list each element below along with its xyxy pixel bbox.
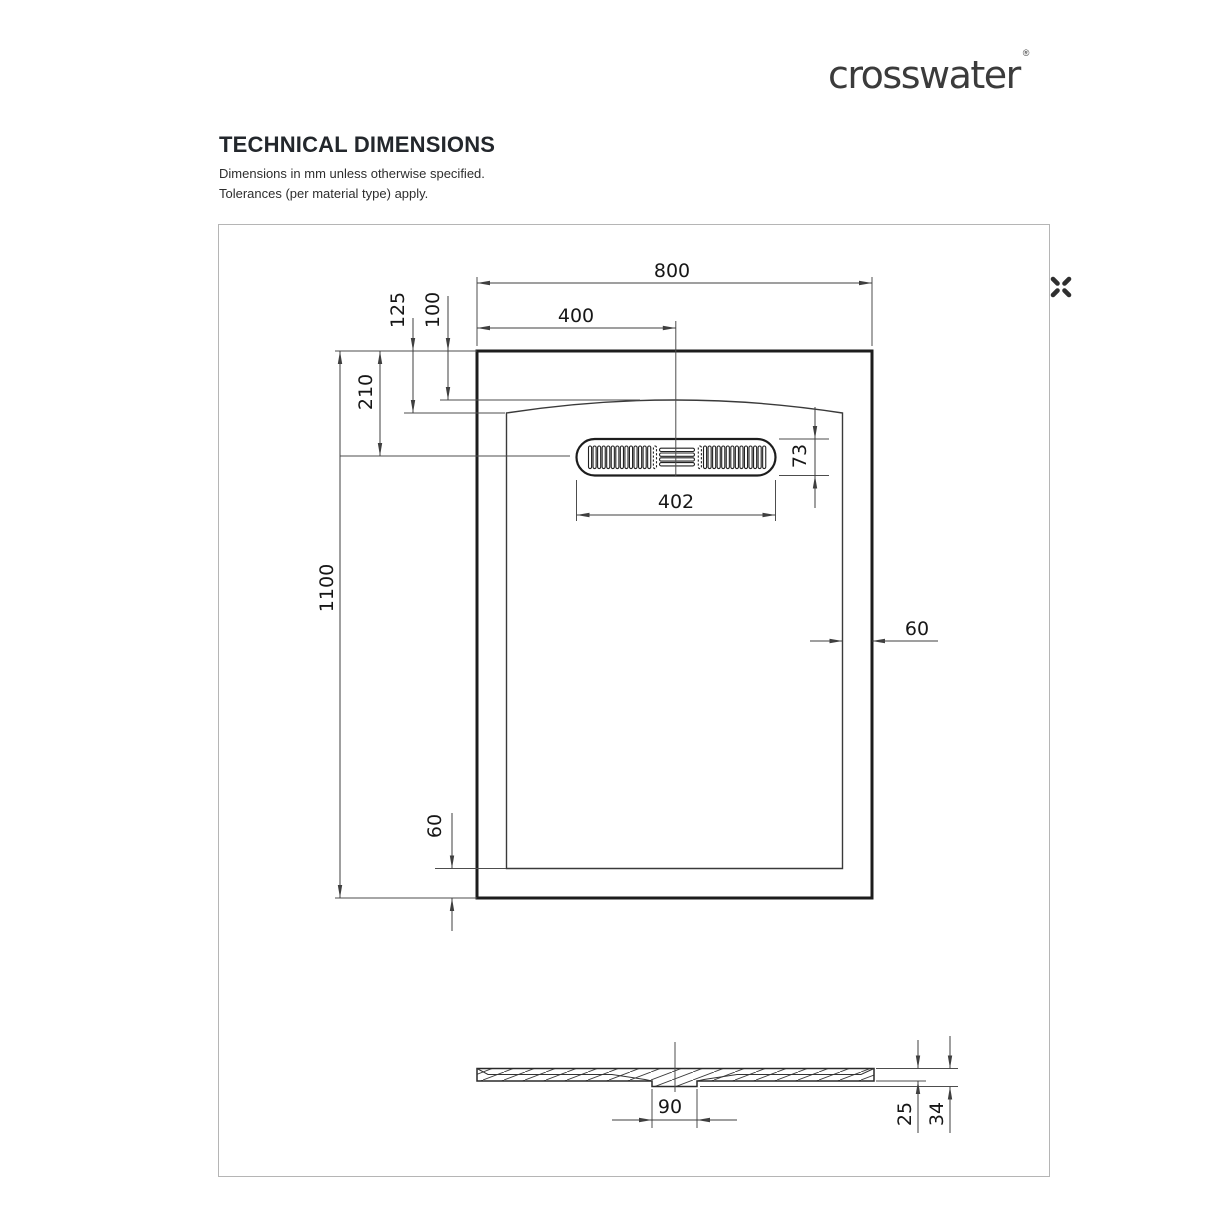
- brand-logo: crosswater ®: [828, 48, 1072, 298]
- dim-label-overall-width: 800: [654, 260, 690, 282]
- drain-slot: [748, 445, 753, 470]
- drain-center-bar: [658, 457, 696, 462]
- tray-outer-edge: [475, 349, 874, 900]
- drain-center-bar: [658, 462, 696, 467]
- section-dimensions: 90 25 34: [612, 1036, 958, 1133]
- drain-center-bar: [658, 452, 696, 457]
- dim-label-waste-depth: 73: [789, 444, 811, 468]
- dim-label-border-bottom: 60: [424, 814, 446, 838]
- drain-slot: [752, 445, 758, 470]
- technical-drawing: 800 400 125 100 210 1100 402 73 60: [316, 260, 958, 1133]
- drain-slot: [642, 445, 647, 470]
- drain-slot: [601, 445, 606, 470]
- drain-slot: [647, 445, 652, 470]
- drain-slot: [606, 445, 611, 470]
- dim-label-drain-offset: 400: [558, 305, 594, 327]
- drain-slot: [707, 445, 712, 470]
- dim-label-border-right: 60: [905, 618, 929, 640]
- drain-slot: [721, 445, 726, 470]
- plan-dimensions: 800 400 125 100 210 1100 402 73 60: [316, 260, 938, 931]
- drain-slot: [743, 445, 749, 470]
- drawing-frame: [218, 224, 1050, 1177]
- waste-cover-center-bars: [658, 447, 696, 467]
- dim-label-overall-length: 1100: [316, 564, 338, 612]
- drain-slot: [697, 445, 702, 470]
- note-tolerances: Tolerances (per material type) apply.: [219, 186, 429, 201]
- drain-slot: [624, 445, 629, 470]
- section-view: [476, 1042, 875, 1092]
- tray-inner-recess: [505, 399, 844, 870]
- dim-label-rim-to-floor: 125: [387, 292, 409, 328]
- drain-slot: [628, 445, 634, 470]
- drain-slot: [597, 445, 602, 470]
- plan-view: [475, 321, 874, 900]
- note-units: Dimensions in mm unless otherwise specif…: [219, 166, 485, 181]
- drain-slot: [716, 445, 721, 470]
- drain-slot: [652, 445, 658, 470]
- drain-slot: [615, 445, 620, 470]
- page-title: TECHNICAL DIMENSIONS: [219, 132, 496, 157]
- drain-slot: [734, 445, 739, 470]
- drain-slot: [633, 445, 638, 470]
- drain-slot: [610, 445, 615, 470]
- dim-label-overall-height: 34: [926, 1102, 948, 1126]
- drain-slot: [702, 445, 708, 470]
- brand-logo-text: crosswater: [828, 53, 1021, 97]
- drain-slot: [619, 445, 624, 470]
- dim-label-edge-thickness: 25: [894, 1102, 916, 1126]
- dim-label-waste-width: 402: [658, 491, 694, 513]
- drain-center-bar: [658, 447, 696, 453]
- drain-slot: [637, 445, 643, 470]
- registered-mark: ®: [1022, 48, 1030, 58]
- drain-slot: [757, 445, 762, 470]
- drain-slot: [762, 445, 767, 470]
- dim-label-recess-width: 90: [658, 1096, 682, 1118]
- waste-cover-slots: [587, 445, 767, 470]
- drain-slot: [592, 445, 597, 470]
- drain-slot: [587, 445, 593, 470]
- drain-slot: [739, 445, 744, 470]
- drain-slot: [725, 445, 730, 470]
- drain-slot: [712, 445, 717, 470]
- dim-label-rim-to-drain: 210: [355, 374, 377, 410]
- drain-slot: [730, 445, 735, 470]
- dim-label-rim-to-crest: 100: [422, 292, 444, 328]
